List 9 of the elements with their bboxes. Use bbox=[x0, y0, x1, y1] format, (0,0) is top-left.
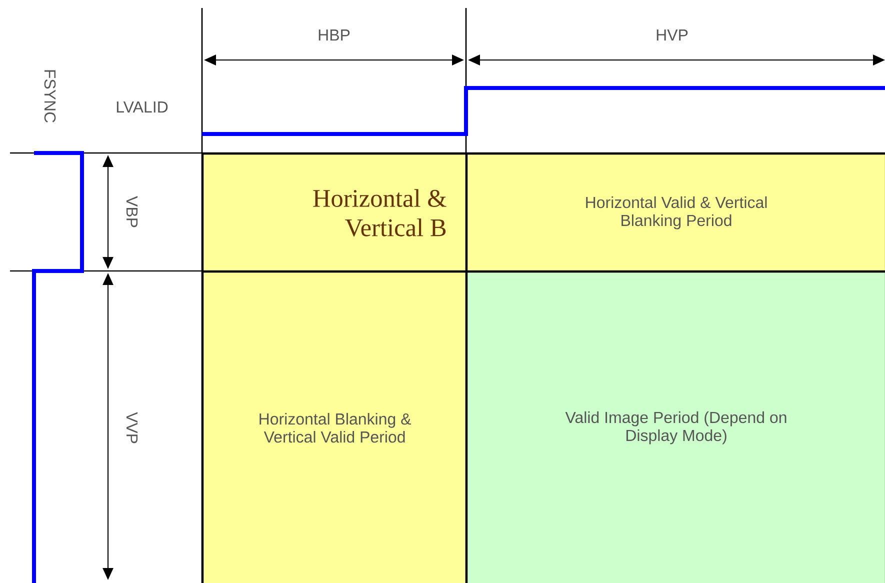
signal-label: FSYNC bbox=[44, 70, 56, 122]
period-region: Horizontal Valid & Vertical Blanking Period bbox=[466, 153, 885, 273]
signal-label: VBP bbox=[126, 196, 138, 228]
signal-label: HVP bbox=[656, 30, 688, 40]
signal-label: LVALID bbox=[116, 102, 168, 112]
period-region: Valid Image Period (Depend on Display Mode) bbox=[466, 271, 885, 583]
signal-label: VVP bbox=[126, 412, 138, 444]
signal-label: HBP bbox=[318, 30, 350, 40]
period-region: Horizontal & Vertical B bbox=[202, 153, 468, 273]
